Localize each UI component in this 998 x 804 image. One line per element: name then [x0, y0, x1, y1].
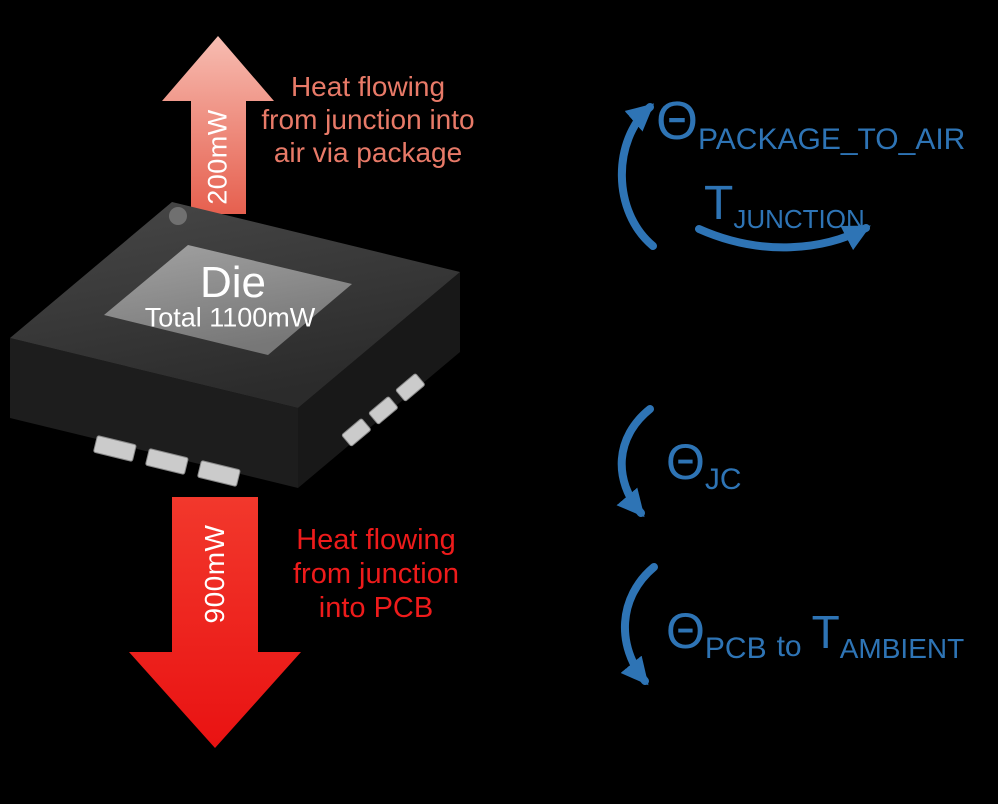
chip-left-face [10, 338, 298, 488]
theta-package-to-air-label: ΘPACKAGE_TO_AIR [656, 94, 965, 155]
die-total-label: Total 1100mW [144, 302, 316, 333]
t-junction-label: TJUNCTION [704, 177, 865, 234]
chip-right-face [298, 272, 460, 488]
t-subscript: JUNCTION [733, 204, 865, 234]
curved-arrow-pcb-to-ambient [620, 563, 658, 686]
chip-pin [145, 448, 189, 475]
caption-line: Heat flowing [296, 524, 456, 556]
chip-pin [368, 396, 398, 425]
t-symbol: T [704, 177, 734, 230]
chip-package [10, 202, 460, 488]
caption-line: air via package [273, 137, 463, 168]
theta-symbol: Θ [666, 603, 705, 659]
connector-text: to [776, 630, 802, 663]
chip-pin [93, 435, 137, 462]
chip-die-surface [104, 245, 352, 355]
curved-arrow-junction-to-case [616, 405, 654, 518]
caption-heat-to-pcb: Heat flowing from junction into PCB [293, 523, 459, 625]
caption-line: from junction [292, 558, 460, 590]
theta-subscript: JC [704, 463, 742, 496]
theta-symbol: Θ [656, 91, 699, 151]
chip-pin [395, 373, 425, 402]
t-subscript: AMBIENT [839, 633, 965, 664]
heat-to-pcb-arrow [129, 497, 301, 748]
heat-to-air-arrow [162, 36, 274, 214]
caption-line: from junction into [261, 104, 475, 135]
die-label: Die [199, 258, 267, 307]
chip-pin [341, 418, 371, 447]
pin1-indicator-icon [169, 207, 187, 225]
down-arrow-value-label: 900mW [199, 524, 230, 624]
chip-pin [197, 460, 241, 487]
theta-subscript: PACKAGE_TO_AIR [698, 123, 966, 156]
up-arrow-value-label: 200mW [202, 109, 233, 205]
caption-heat-to-air: Heat flowing from junction into air via … [261, 70, 474, 169]
theta-jc-label: ΘJC [666, 437, 742, 495]
caption-line: Heat flowing [290, 71, 446, 102]
thermal-path-arrows [616, 103, 871, 686]
curved-arrow-package-to-air [617, 103, 657, 250]
theta-subscript: PCB [704, 632, 767, 665]
curved-arrow-junction [695, 224, 871, 252]
theta-pcb-to-ambient-label: ΘPCB to TAMBIENT [666, 606, 964, 664]
chip-pins [93, 373, 425, 487]
caption-line: into PCB [318, 592, 434, 624]
theta-symbol: Θ [666, 434, 705, 490]
t-symbol: T [811, 606, 840, 658]
